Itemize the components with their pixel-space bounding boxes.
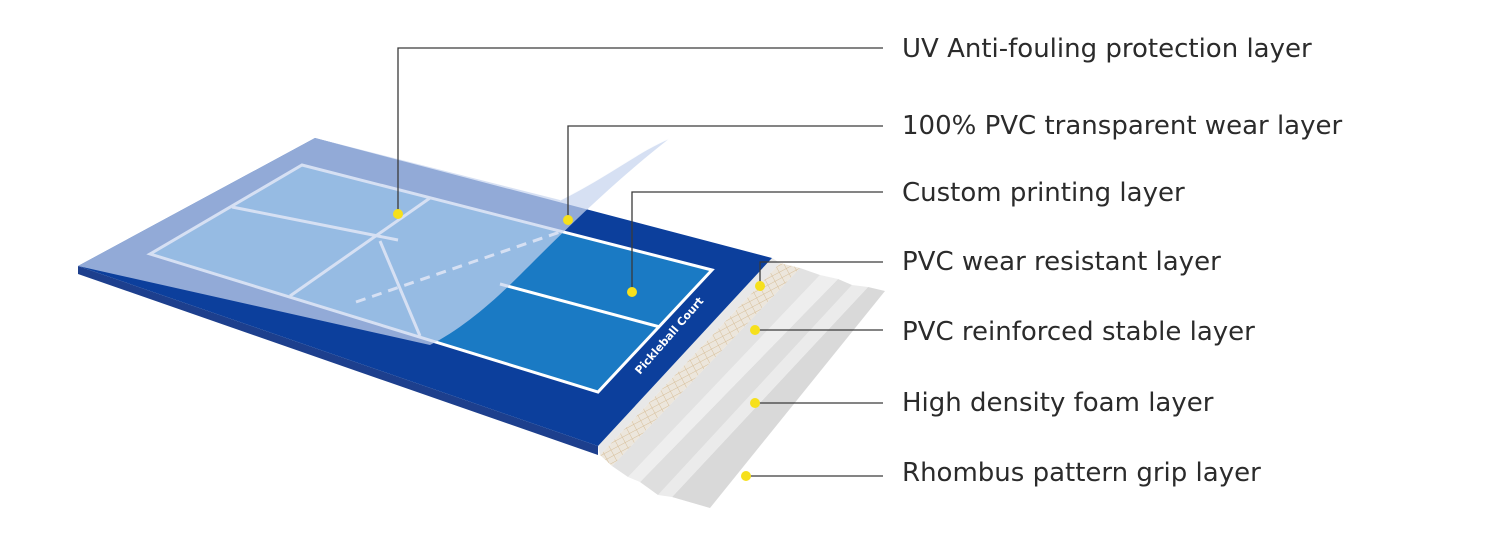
rhombus-grip-layer	[672, 287, 885, 508]
film-curl-edge	[559, 137, 671, 201]
marker-dot	[755, 281, 765, 291]
layer-label-foam: High density foam layer	[902, 388, 1214, 418]
wear-resistant-layer	[598, 258, 780, 455]
foam-layer-top	[628, 275, 838, 482]
marker-dot	[627, 287, 637, 297]
layer-label-grip: Rhombus pattern grip layer	[902, 458, 1261, 488]
bottom-layers	[598, 258, 885, 508]
layer-label-printing: Custom printing layer	[902, 178, 1185, 208]
marker-dots	[393, 209, 765, 481]
layer-label-transparent-wear: 100% PVC transparent wear layer	[902, 111, 1343, 141]
foam-layer	[640, 279, 852, 495]
rhombus-grip-layer-top	[658, 285, 868, 497]
court-slab-edge	[78, 266, 598, 455]
transparent-film	[78, 138, 670, 345]
reinforced-layer	[612, 268, 820, 477]
marker-dot	[750, 325, 760, 335]
marker-dot	[393, 209, 403, 219]
layer-label-reinforced: PVC reinforced stable layer	[902, 317, 1255, 347]
reinforced-mesh	[600, 263, 800, 466]
layer-label-wear-resistant: PVC wear resistant layer	[902, 247, 1221, 277]
marker-dot	[563, 215, 573, 225]
layer-label-uv: UV Anti-fouling protection layer	[902, 34, 1312, 64]
marker-dot	[741, 471, 751, 481]
leader-lines	[397, 47, 883, 477]
marker-dot	[750, 398, 760, 408]
